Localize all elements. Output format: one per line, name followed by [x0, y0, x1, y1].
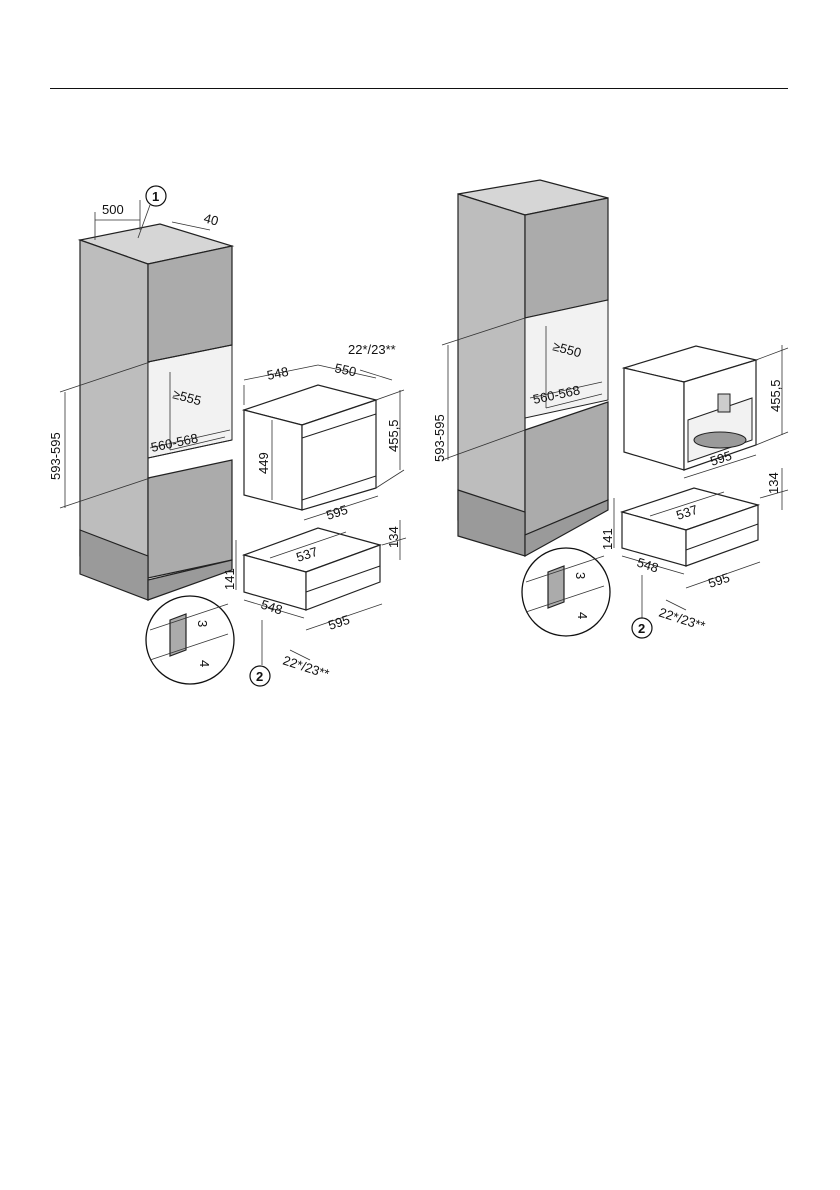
- callout-1-label: 1: [152, 189, 159, 204]
- right-warming-drawer: 537 134 141 548 595 22*/23** 2: [600, 468, 789, 639]
- dim-drawer-height-right: 134: [766, 472, 781, 494]
- dim-cab-depth: 500: [102, 202, 124, 217]
- left-gap-detail: 3 4: [145, 595, 235, 685]
- left-appliance: [241, 384, 379, 511]
- dim-drawer-height: 134: [386, 526, 401, 548]
- right-figure: 593-595 ≥550 560-568 455,5 595: [432, 179, 789, 639]
- callout-2-marker-right: [631, 617, 653, 639]
- dim-vent-slot: 40: [202, 210, 220, 228]
- right-coffee-machine: [621, 345, 759, 471]
- dim-drawer-height-total-right: 141: [600, 528, 615, 550]
- right-gap-detail: 3 4: [521, 547, 611, 637]
- dim-detail-gap-3: 3: [195, 620, 210, 627]
- dim-unit-width-right: 595: [708, 448, 733, 469]
- dim-detail-gap-4-right: 4: [575, 612, 590, 619]
- dim-unit-width: 595: [324, 502, 349, 523]
- dim-drawer-front-offset: 22*/23**: [281, 653, 331, 682]
- dim-unit-height: 455,5: [386, 419, 401, 452]
- callout-1-marker: [145, 185, 167, 207]
- dim-unit-body-depth: 550: [333, 360, 357, 379]
- callout-2-label-right: 2: [638, 621, 645, 636]
- dim-niche-depth-min-right: ≥550: [551, 338, 583, 360]
- callout-2-label-left: 2: [256, 669, 263, 684]
- left-warming-drawer: 537 134 141 548 595 22*/23** 2: [222, 520, 407, 687]
- dim-inner-height: 449: [256, 452, 271, 474]
- dim-niche-depth-min: ≥555: [171, 386, 203, 408]
- right-tall-cabinet: [457, 179, 609, 558]
- right-machine-dimensions: 455,5 595: [683, 345, 789, 479]
- dim-niche-height-right: 593-595: [432, 414, 447, 462]
- dim-drawer-unit-depth-right: 548: [635, 555, 660, 576]
- dim-drawer-depth-right: 537: [674, 502, 699, 523]
- callout-2-marker-left: [249, 665, 271, 687]
- dim-drawer-depth: 537: [294, 544, 319, 565]
- dim-drawer-unit-depth: 548: [259, 597, 284, 618]
- dim-detail-gap-4: 4: [197, 660, 212, 667]
- dim-niche-height: 593-595: [48, 432, 63, 480]
- left-figure: 500 1 40 593-595 ≥555 560-568 548: [48, 185, 407, 687]
- dim-drawer-width-right: 595: [706, 570, 731, 591]
- dim-drawer-width: 595: [326, 612, 351, 633]
- header-rule: [50, 88, 788, 89]
- left-cabinet-dimensions: 500 1 40 593-595 ≥555 560-568: [48, 185, 231, 509]
- dim-drawer-height-total: 141: [222, 568, 237, 590]
- dim-unit-height-right: 455,5: [768, 379, 783, 412]
- left-tall-cabinet: [77, 223, 235, 601]
- dim-drawer-front-offset-right: 22*/23**: [657, 605, 707, 634]
- dim-unit-depth: 548: [266, 364, 290, 383]
- dim-front-offset: 22*/23**: [348, 342, 396, 357]
- dim-detail-gap-3-right: 3: [573, 572, 588, 579]
- left-appliance-dimensions: 548 550 22*/23** 455,5 449 595: [243, 342, 405, 523]
